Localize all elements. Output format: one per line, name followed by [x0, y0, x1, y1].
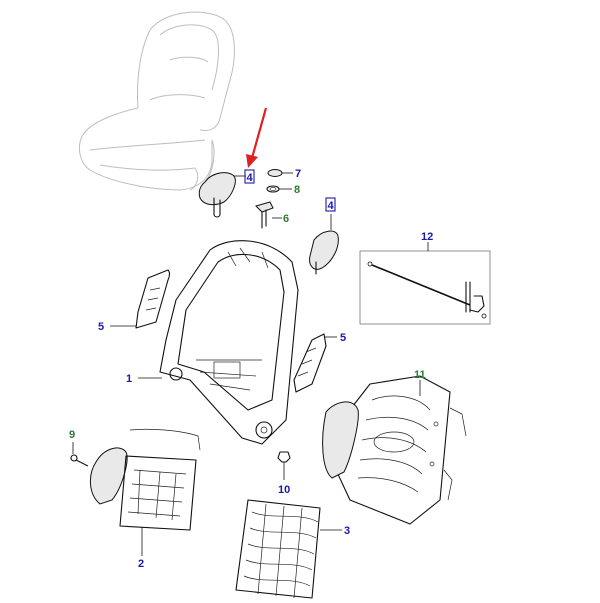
part-4-headrest-guide-right	[309, 214, 339, 275]
callout-7: 7	[295, 168, 301, 180]
callout-4a: 4	[247, 172, 254, 184]
part-9-screw	[70, 442, 89, 467]
callout-3: 3	[344, 525, 350, 537]
highlight-arrow	[246, 107, 268, 168]
part-2-cushion-suspension	[90, 428, 201, 556]
part-12-rod-assembly	[359, 242, 491, 325]
part-5-side-panel-left	[110, 269, 171, 329]
callout-12: 12	[421, 231, 433, 243]
callout-labels: 1 2 3 4 4 5 5 6 7 8 9 10 11 12	[69, 168, 433, 570]
part-3-spring-mat	[235, 499, 342, 599]
callout-5a: 5	[98, 321, 104, 333]
callout-10: 10	[278, 484, 290, 496]
part-11-backrest-panel	[322, 375, 467, 525]
callout-4b: 4	[328, 200, 335, 212]
callout-8: 8	[294, 184, 300, 196]
callout-6: 6	[283, 213, 289, 225]
callout-4a-box	[244, 169, 255, 184]
seat-overview-illustration	[78, 11, 235, 191]
callout-2: 2	[138, 558, 144, 570]
part-5-side-panel-right	[293, 333, 337, 393]
callout-9: 9	[69, 429, 75, 441]
part-7-cap	[267, 169, 293, 177]
part-4-headrest-guide-left	[198, 172, 246, 218]
callout-1: 1	[126, 373, 132, 385]
part-1-seatback-frame	[138, 240, 299, 445]
part-10-clip	[277, 451, 291, 480]
part-6-bracket	[255, 201, 282, 229]
callout-5b: 5	[340, 332, 346, 344]
callout-4b-box	[325, 197, 336, 212]
callout-11: 11	[414, 369, 426, 381]
part-8-nut	[266, 185, 292, 193]
